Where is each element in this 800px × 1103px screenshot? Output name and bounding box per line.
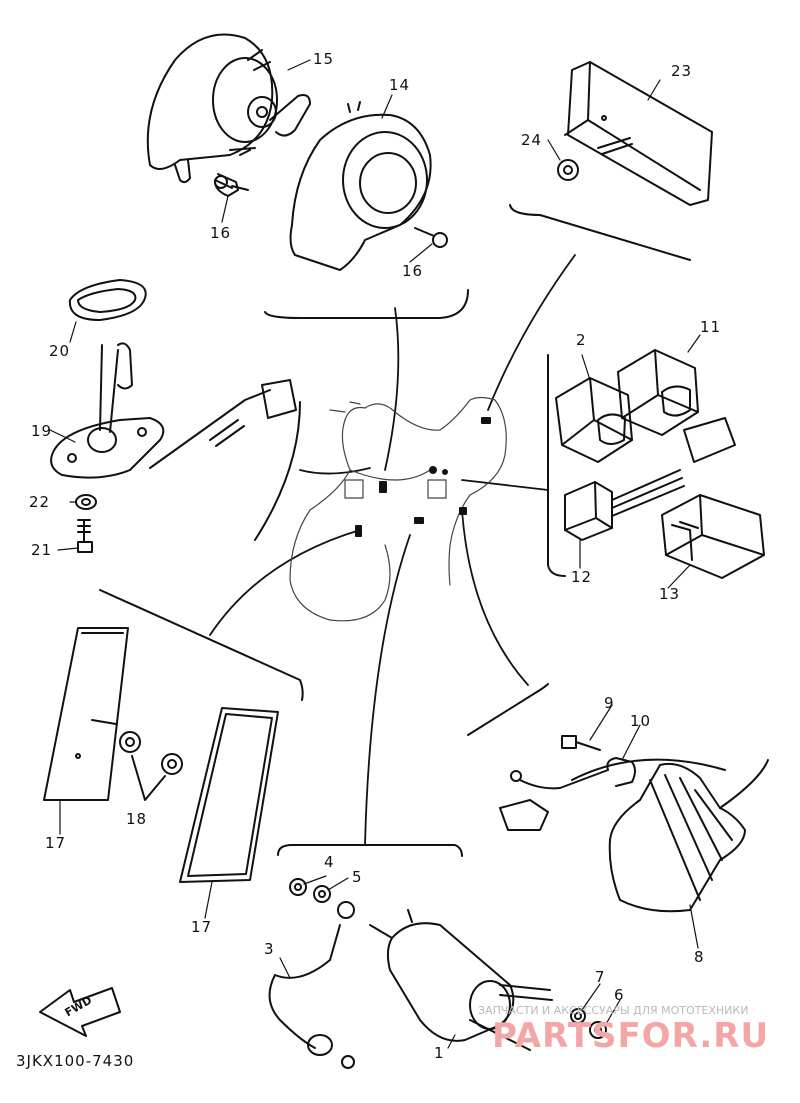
horn-15-icon bbox=[146, 33, 311, 184]
center-markers bbox=[355, 417, 491, 537]
nut-22-icon bbox=[75, 494, 97, 510]
part-label-2: 2 bbox=[576, 331, 587, 349]
part-label-12: 12 bbox=[571, 568, 593, 586]
part-label-16-left: 16 bbox=[210, 224, 232, 242]
relay-11-icon bbox=[617, 349, 699, 436]
bolt-9-icon bbox=[561, 735, 601, 751]
clamp-10-icon bbox=[606, 757, 636, 787]
part-label-7: 7 bbox=[595, 968, 606, 986]
washer-7-icon bbox=[570, 1008, 586, 1024]
part-label-6: 6 bbox=[614, 986, 625, 1004]
part-label-1: 1 bbox=[434, 1044, 445, 1062]
part-label-14: 14 bbox=[389, 76, 411, 94]
sender-unit-19-icon bbox=[50, 342, 297, 479]
nut-6-icon bbox=[589, 1021, 607, 1039]
part-label-17-right: 17 bbox=[191, 918, 213, 936]
relay-2-icon bbox=[555, 377, 633, 463]
reflector-23-icon bbox=[557, 61, 713, 206]
leader-lines bbox=[209, 254, 576, 846]
group-brackets bbox=[99, 204, 691, 857]
reflector-17-right-icon bbox=[179, 707, 279, 883]
motorcycle-outline bbox=[289, 396, 507, 622]
harness-12-icon bbox=[564, 417, 736, 541]
label-leaders bbox=[49, 59, 701, 1049]
part-label-9: 9 bbox=[604, 694, 615, 712]
wire-leads-icon bbox=[499, 769, 609, 831]
part-label-23: 23 bbox=[671, 62, 693, 80]
part-label-8: 8 bbox=[694, 948, 705, 966]
bolt-21-icon bbox=[77, 519, 93, 553]
part-label-22: 22 bbox=[29, 493, 51, 511]
horn-14-icon bbox=[289, 101, 432, 271]
part-label-19: 19 bbox=[31, 422, 53, 440]
part-label-13: 13 bbox=[659, 585, 681, 603]
cable-3-icon bbox=[268, 901, 355, 1069]
part-label-10: 10 bbox=[630, 712, 652, 730]
fwd-arrow-icon bbox=[39, 987, 121, 1037]
regulator-8-icon bbox=[571, 758, 769, 913]
watermark-tagline: ЗАПЧАСТИ И АКСЕССУАРЫ ДЛЯ МОТОТЕХНИКИ bbox=[478, 1004, 749, 1017]
nut-4-icon bbox=[289, 878, 307, 896]
part-label-17-left: 17 bbox=[45, 834, 67, 852]
reflector-17-left-icon bbox=[43, 627, 129, 801]
bolt-16-icon bbox=[213, 173, 448, 248]
watermark-logo: PARTSFOR.RU bbox=[492, 1016, 770, 1056]
part-label-20: 20 bbox=[49, 342, 71, 360]
part-label-24: 24 bbox=[521, 131, 543, 149]
part-label-5: 5 bbox=[352, 868, 363, 886]
nut-18-icon bbox=[119, 731, 183, 801]
gasket-20-icon bbox=[68, 279, 147, 321]
diagram-code: 3JKX100-7430 bbox=[16, 1052, 135, 1070]
starter-relay-1-icon bbox=[369, 909, 553, 1051]
part-label-3: 3 bbox=[264, 940, 275, 958]
part-label-11: 11 bbox=[700, 318, 722, 336]
part-label-18: 18 bbox=[126, 810, 148, 828]
part-label-15: 15 bbox=[313, 50, 335, 68]
washer-5-icon bbox=[313, 885, 331, 903]
part-label-4: 4 bbox=[324, 853, 335, 871]
coupler-13-icon bbox=[661, 494, 765, 579]
part-label-21: 21 bbox=[31, 541, 53, 559]
part-label-16-right: 16 bbox=[402, 262, 424, 280]
